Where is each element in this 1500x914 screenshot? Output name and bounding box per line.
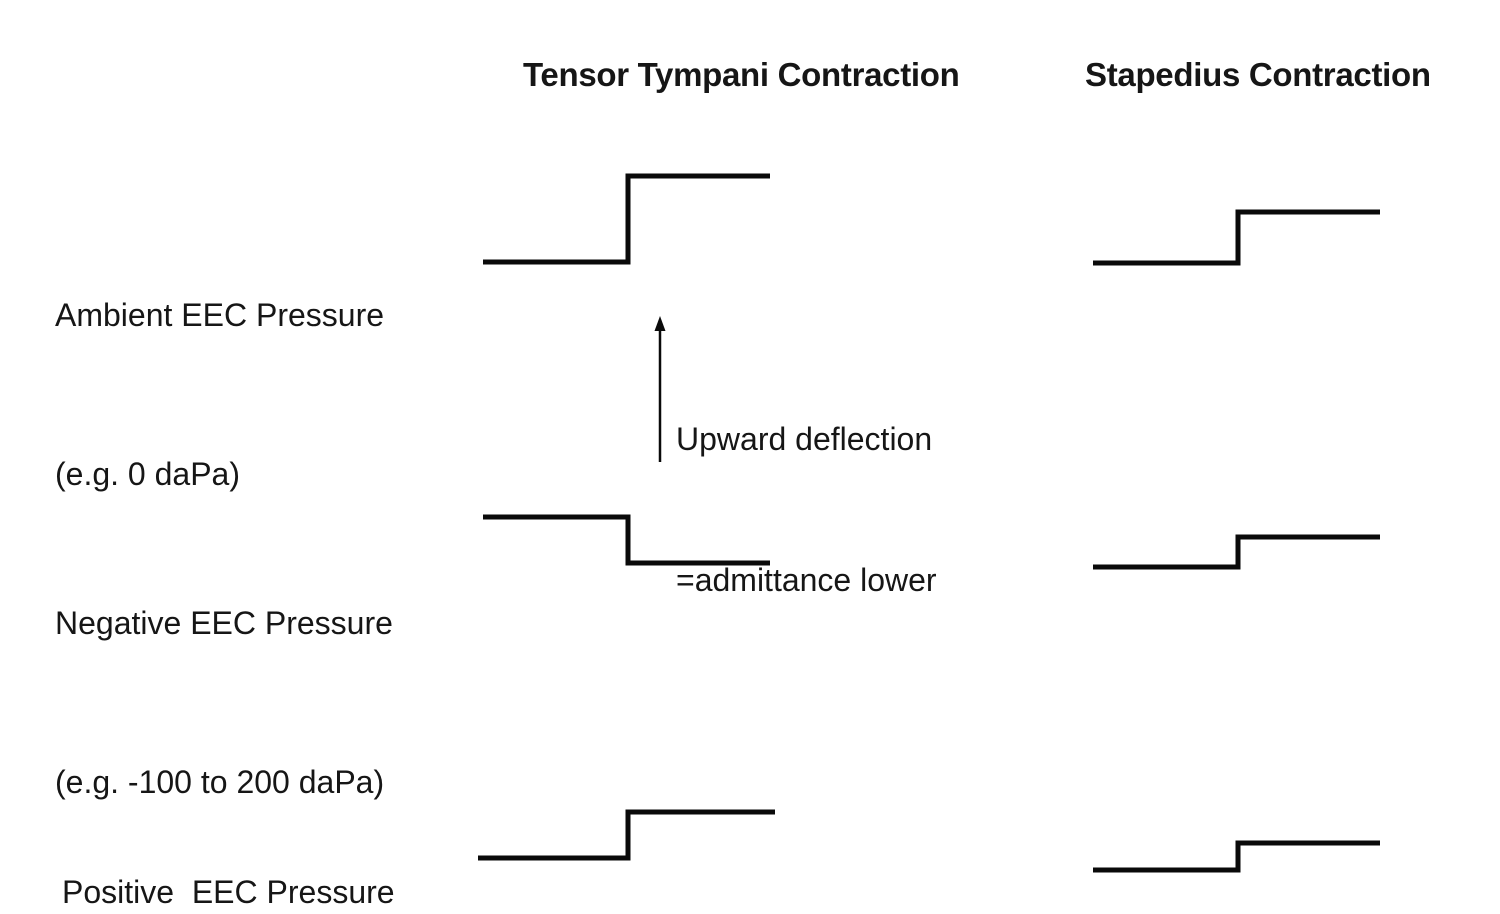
trace-stapedius-negative	[1093, 534, 1380, 570]
trace-tensor-tympani-negative	[483, 514, 770, 566]
row-label-negative-line1: Negative EEC Pressure	[55, 605, 393, 641]
row-label-ambient-line2: (e.g. 0 daPa)	[55, 456, 240, 492]
column-header-tensor-tympani: Tensor Tympani Contraction	[523, 56, 960, 93]
row-label-ambient-pressure: Ambient EEC Pressure (e.g. 0 daPa)	[55, 183, 384, 607]
row-label-negative-line2: (e.g. -100 to 200 daPa)	[55, 764, 385, 800]
annotation-line1: Upward deflection	[676, 421, 933, 457]
upward-arrow-head-icon	[654, 316, 666, 331]
row-label-negative-pressure: Negative EEC Pressure (e.g. -100 to 200 …	[55, 491, 393, 914]
annotation-line2: =admittance lower	[676, 562, 937, 598]
row-label-positive-pressure: Positive EEC Pressure (e.g. +100 to 200 …	[62, 760, 399, 914]
column-header-stapedius: Stapedius Contraction	[1085, 56, 1431, 93]
row-label-positive-line1: Positive EEC Pressure	[62, 874, 395, 910]
upward-deflection-annotation: Upward deflection =admittance lower	[676, 322, 937, 698]
trace-stapedius-positive	[1093, 840, 1380, 873]
trace-tensor-tympani-ambient	[483, 173, 770, 265]
trace-tensor-tympani-positive	[478, 809, 775, 861]
row-label-ambient-line1: Ambient EEC Pressure	[55, 297, 385, 333]
trace-stapedius-ambient	[1093, 209, 1380, 266]
